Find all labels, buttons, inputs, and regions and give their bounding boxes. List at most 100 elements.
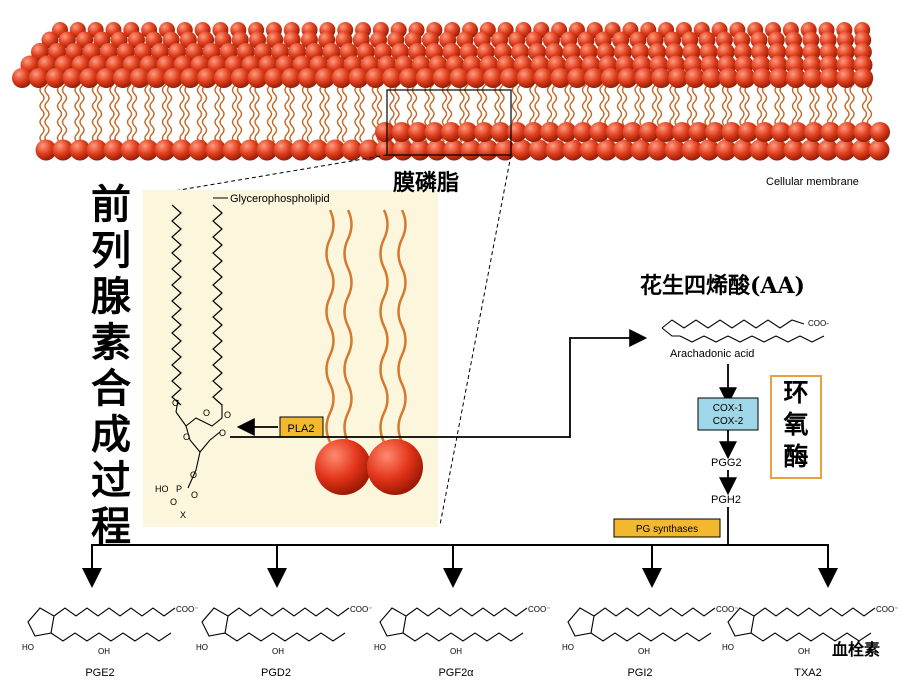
svg-text:O: O: [219, 428, 226, 438]
lipid-head: [290, 139, 312, 161]
ho-group: HO: [374, 643, 386, 652]
cellular-membrane-label: Cellular membrane: [766, 176, 859, 188]
lipid-head: [853, 43, 872, 61]
lipid-head: [819, 68, 840, 88]
lipid-head: [754, 122, 775, 142]
lipid-head: [834, 139, 856, 161]
membrane-top-heads: [12, 22, 874, 88]
fatty-acid-chains: [171, 204, 223, 406]
lipid-head: [154, 139, 176, 161]
lipid-tail: [254, 77, 260, 143]
product-pgf2a: PGF2α: [438, 667, 474, 679]
lipid-tail: [179, 77, 185, 143]
ring: [27, 607, 55, 637]
lipid-tail: [91, 77, 98, 143]
lipid-head: [752, 68, 773, 88]
lipid-tail: [131, 77, 138, 143]
lipid-tail: [96, 77, 103, 143]
svg-text:O: O: [224, 410, 231, 420]
lipid-head: [129, 68, 150, 88]
lipid-head: [171, 139, 193, 161]
lipid-tail: [271, 77, 278, 143]
lipid-tail: [336, 77, 343, 143]
vertical-title: 前 列 腺 素 合 成 过 程: [86, 182, 136, 550]
svg-text:O: O: [183, 432, 190, 442]
lipid-head: [668, 68, 689, 88]
lipid-head: [69, 139, 91, 161]
lipid-head: [523, 122, 544, 142]
lipid-head: [281, 68, 302, 88]
lipid-head: [511, 139, 533, 161]
lipid-head: [466, 68, 487, 88]
lipid-head: [837, 122, 857, 142]
ho-group: HO: [22, 643, 34, 652]
lipid-head: [483, 68, 504, 88]
lipid-tail: [231, 77, 238, 143]
lipid-head: [449, 68, 470, 88]
lipid-head: [324, 139, 346, 161]
svg-text:O: O: [191, 490, 198, 500]
ring: [567, 607, 595, 637]
upper-chain: [227, 607, 350, 617]
lipid-head: [112, 68, 133, 88]
lipid-tail: [354, 77, 360, 143]
lipid-head: [247, 68, 268, 88]
lipid-head: [307, 139, 329, 161]
lipid-tail: [214, 77, 220, 143]
lipid-head: [634, 68, 655, 88]
lipid-tail: [284, 77, 290, 143]
lipid-head: [528, 139, 550, 161]
product-pgi2: PGI2: [627, 667, 652, 679]
lipid-head: [787, 122, 808, 142]
lipid-head: [589, 122, 610, 142]
lipid-tail: [301, 77, 308, 143]
product-pge2: PGE2: [85, 667, 114, 679]
zoom-line-right: [439, 154, 512, 526]
lipid-head: [441, 122, 461, 142]
lipid-head: [721, 122, 742, 142]
lipid-head: [596, 139, 618, 161]
lipid-tail: [266, 77, 273, 143]
lipid-head: [348, 68, 369, 88]
title-char: 过: [91, 458, 131, 504]
release-arrow: [230, 329, 648, 438]
lipid-head: [432, 68, 453, 88]
lipid-head: [180, 68, 201, 88]
coo-group: COO⁻: [176, 605, 198, 614]
head-atoms: OO OO O O HO P O O X: [155, 398, 231, 520]
svg-text:O: O: [170, 497, 177, 507]
upper-chain: [593, 607, 716, 617]
lower-chain: [750, 632, 872, 642]
lipid-head: [197, 68, 218, 88]
ho-group: HO: [196, 643, 208, 652]
lipid-head: [62, 68, 83, 88]
product-arrows: [82, 544, 838, 588]
pgh2-label: PGH2: [711, 494, 741, 506]
ring: [379, 607, 407, 637]
title-char: 素: [91, 320, 131, 366]
product-txa2: TXA2: [794, 667, 822, 679]
upper-chain: [53, 607, 176, 617]
lipid-head: [273, 139, 295, 161]
upper-chain: [405, 607, 528, 617]
title-char: 列: [91, 228, 131, 274]
lipid-head: [715, 139, 737, 161]
lipid-tail: [161, 77, 168, 143]
phospholipid-head-1: [315, 439, 371, 495]
lipid-head: [766, 139, 788, 161]
lipid-head: [817, 139, 839, 161]
lipid-head: [398, 68, 419, 88]
lipid-head: [52, 139, 74, 161]
lipid-head: [35, 139, 57, 161]
lower-chain: [224, 632, 346, 642]
lipid-head: [86, 139, 108, 161]
lipid-tail: [109, 77, 115, 143]
lipid-head: [783, 139, 805, 161]
cox2-label: COX-2: [713, 416, 744, 427]
pgg2-label: PGG2: [711, 457, 742, 469]
glycerol-backbone: [175, 399, 223, 489]
lipid-tail: [184, 77, 190, 143]
lipid-head: [639, 122, 659, 142]
membrane-phospholipid-label: 膜磷脂: [393, 171, 460, 196]
arachidonic-acid-cn-label: 花生四烯酸(AA): [640, 273, 805, 299]
